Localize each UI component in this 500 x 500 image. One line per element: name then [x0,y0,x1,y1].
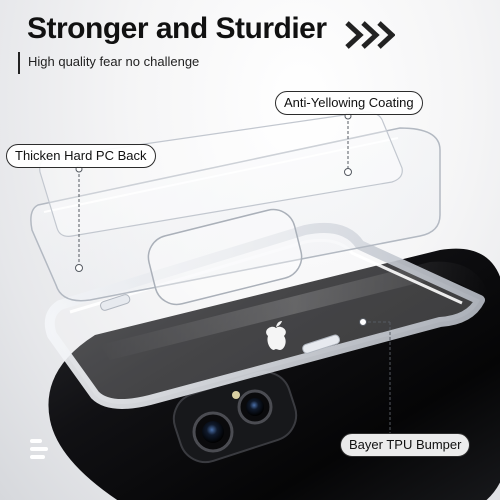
tagline-accent-bar [18,52,20,74]
callout-tpu-bumper: Bayer TPU Bumper [340,433,471,457]
callout-pc-back: Thicken Hard PC Back [6,144,156,168]
apple-logo-icon [266,321,286,350]
stack-lines-icon [30,439,48,459]
camera-module [172,370,298,464]
tagline: High quality fear no challenge [28,54,200,69]
callout-anti-yellowing: Anti-Yellowing Coating [275,91,423,115]
double-chevron-right-icon [345,21,395,49]
headline: Stronger and Sturdier [27,12,327,45]
pc-back-panel [30,127,441,306]
